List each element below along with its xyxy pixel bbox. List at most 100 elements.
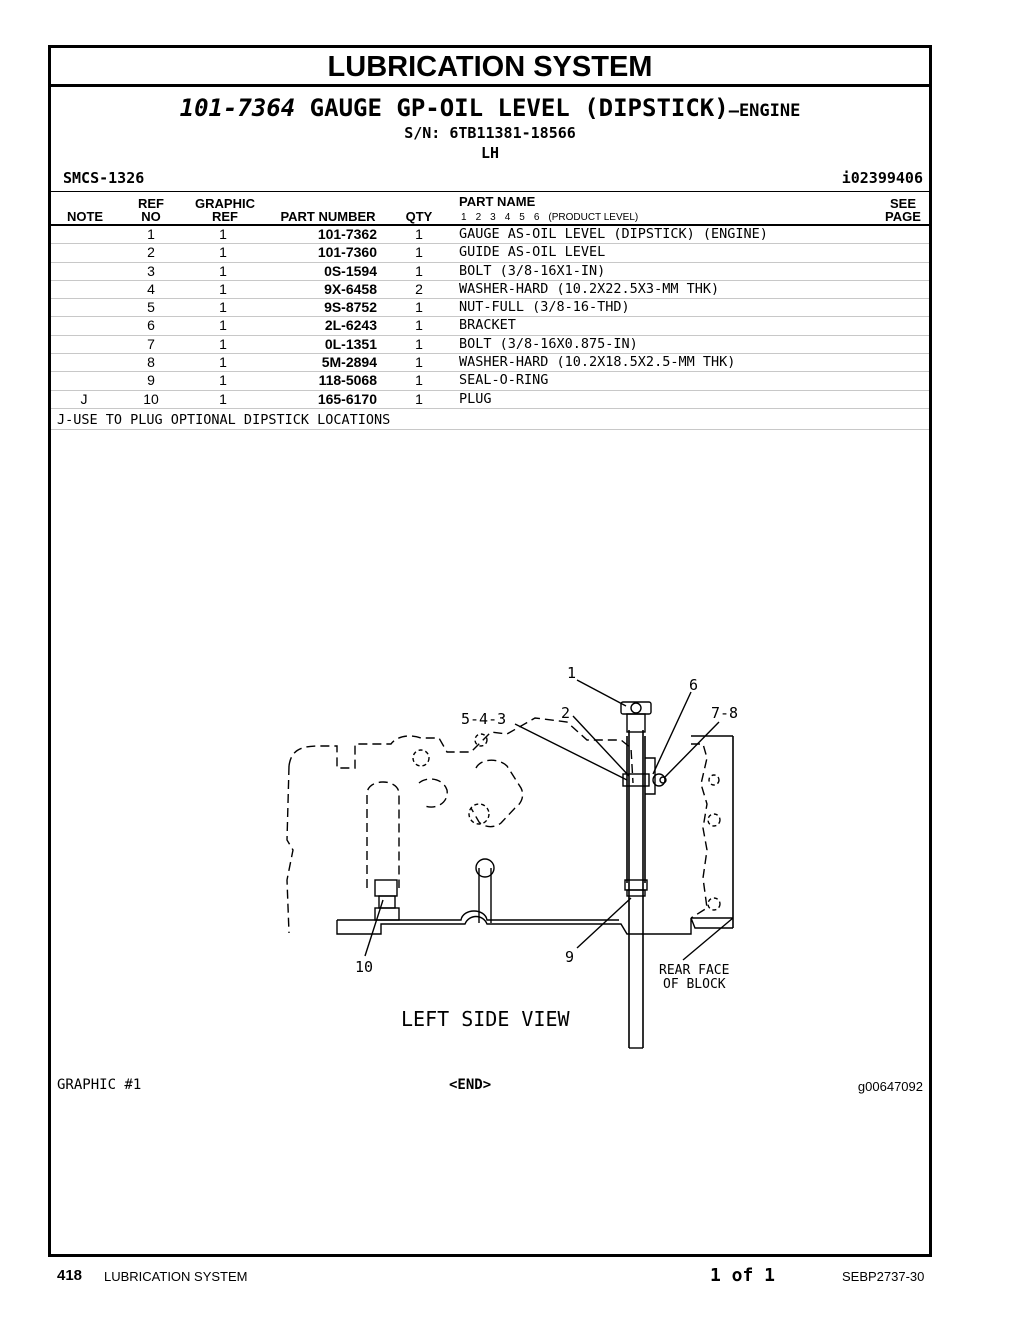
title-divider bbox=[51, 84, 929, 87]
part-name-cell: NUT-FULL (3/8-16-THD) bbox=[459, 299, 630, 316]
part-name-cell: PLUG bbox=[459, 390, 492, 407]
part-number-cell: 0S-1594 bbox=[324, 262, 377, 279]
qty-cell: 1 bbox=[415, 335, 423, 352]
callout-9: 9 bbox=[565, 948, 574, 966]
page-count: 1 of 1 bbox=[710, 1265, 776, 1286]
qty-cell: 1 bbox=[415, 299, 423, 316]
page-frame: LUBRICATION SYSTEM 101-7364 GAUGE GP-OIL… bbox=[48, 45, 932, 1257]
col-part-number-header: PART NUMBER bbox=[280, 209, 376, 224]
end-marker: <END> bbox=[449, 1077, 492, 1093]
callout-2: 2 bbox=[561, 704, 570, 722]
table-header-divider bbox=[51, 224, 929, 226]
part-heading: 101-7364 GAUGE GP-OIL LEVEL (DIPSTICK)—E… bbox=[51, 94, 929, 125]
qty-cell: 1 bbox=[415, 372, 423, 389]
footnote-divider bbox=[51, 429, 929, 430]
leader-rear-face bbox=[682, 917, 734, 961]
rear-face-label-line2: OF BLOCK bbox=[663, 977, 726, 992]
ref-no-cell: 3 bbox=[147, 262, 155, 279]
rear-face-label-line1: REAR FACE bbox=[659, 963, 729, 978]
product-level-label: (PRODUCT LEVEL) bbox=[548, 212, 639, 223]
col-graphic-header-bottom: REF bbox=[212, 209, 238, 224]
graphic-ref-cell: 1 bbox=[219, 280, 227, 297]
graphic-label: GRAPHIC #1 bbox=[57, 1077, 142, 1093]
qty-cell: 2 bbox=[415, 280, 423, 297]
view-caption: LEFT SIDE VIEW bbox=[401, 1007, 571, 1031]
part-name-cell: WASHER-HARD (10.2X22.5X3-MM THK) bbox=[459, 280, 720, 297]
heading-part-suffix: —ENGINE bbox=[728, 101, 801, 121]
qty-cell: 1 bbox=[415, 262, 423, 279]
table-footnote: J-USE TO PLUG OPTIONAL DIPSTICK LOCATION… bbox=[57, 412, 391, 428]
callout-5-4-3: 5-4-3 bbox=[461, 710, 506, 728]
graphic-ref-cell: 1 bbox=[219, 299, 227, 316]
part-number-cell: 5M-2894 bbox=[321, 354, 377, 371]
ref-no-cell: 5 bbox=[147, 299, 155, 316]
ref-no-cell: 8 bbox=[147, 354, 155, 371]
header-divider bbox=[51, 191, 929, 192]
part-name-cell: BOLT (3/8-16X1-IN) bbox=[459, 262, 606, 279]
ref-no-cell: 2 bbox=[147, 244, 155, 261]
level-6: 6 bbox=[533, 212, 540, 223]
part-name-cell: BOLT (3/8-16X0.875-IN) bbox=[459, 335, 638, 352]
level-1: 1 bbox=[461, 212, 467, 223]
col-ref-header-bottom: NO bbox=[141, 209, 161, 224]
ref-no-cell: 10 bbox=[143, 390, 159, 407]
table-row: 3 1 0S-1594 1 BOLT (3/8-16X1-IN) bbox=[51, 263, 929, 281]
col-note-header: NOTE bbox=[66, 209, 104, 224]
graphic-id: g00647092 bbox=[857, 1079, 923, 1094]
section-title: LUBRICATION SYSTEM bbox=[327, 51, 653, 83]
leader-7-8 bbox=[663, 721, 720, 779]
part-number-cell: 101-7362 bbox=[317, 226, 377, 242]
graphic-ref-cell: 1 bbox=[219, 226, 227, 242]
table-row: 9 1 118-5068 1 SEAL-O-RING bbox=[51, 372, 929, 391]
side-designation: LH bbox=[480, 144, 500, 162]
heading-part-number: 101-7364 bbox=[179, 94, 296, 122]
table-row: 1 1 101-7362 1 GAUGE AS-OIL LEVEL (DIPSTICK)… bbox=[51, 226, 929, 245]
ref-no-cell: 1 bbox=[147, 226, 155, 242]
leader-10 bbox=[364, 899, 384, 957]
optional-plug-boss bbox=[366, 781, 400, 888]
ref-no-cell: 9 bbox=[147, 372, 155, 389]
ref-no-cell: 4 bbox=[147, 280, 155, 297]
ref-no-cell: 7 bbox=[147, 335, 155, 352]
graphic-ref-cell: 1 bbox=[219, 317, 227, 334]
serial-number-range: S/N: 6TB11381-18566 bbox=[404, 124, 576, 142]
part-number-cell: 101-7360 bbox=[317, 244, 377, 261]
smcs-code: SMCS-1326 bbox=[63, 169, 145, 187]
graphic-ref-cell: 1 bbox=[219, 244, 227, 261]
ref-no-cell: 6 bbox=[147, 317, 155, 334]
part-name-cell: SEAL-O-RING bbox=[459, 372, 549, 389]
dipstick-handle bbox=[620, 701, 652, 715]
part-number-cell: 165-6170 bbox=[317, 390, 377, 407]
graphic-ref-cell: 1 bbox=[219, 390, 227, 407]
qty-cell: 1 bbox=[415, 244, 423, 261]
callout-10: 10 bbox=[355, 958, 373, 976]
heading-part-title: GAUGE GP-OIL LEVEL (DIPSTICK) bbox=[309, 94, 729, 122]
part-name-cell: GUIDE AS-OIL LEVEL bbox=[459, 244, 606, 261]
qty-cell: 1 bbox=[415, 226, 423, 242]
part-name-cell: GAUGE AS-OIL LEVEL (DIPSTICK) (ENGINE) bbox=[459, 226, 768, 242]
qty-cell: 1 bbox=[415, 354, 423, 371]
col-ref-header-top: REF bbox=[138, 196, 164, 211]
col-see-page-header-top: SEE bbox=[889, 196, 916, 211]
graphic-ref-cell: 1 bbox=[219, 372, 227, 389]
leader-2 bbox=[572, 715, 630, 777]
qty-cell: 1 bbox=[415, 390, 423, 407]
graphic-ref-cell: 1 bbox=[219, 262, 227, 279]
footer-section-name: LUBRICATION SYSTEM bbox=[104, 1269, 248, 1284]
graphic-ref-cell: 1 bbox=[219, 354, 227, 371]
table-row: 5 1 9S-8752 1 NUT-FULL (3/8-16-THD) bbox=[51, 299, 929, 318]
part-number-cell: 118-5068 bbox=[318, 372, 377, 389]
col-graphic-header-top: GRAPHIC bbox=[195, 196, 255, 211]
leader-9 bbox=[576, 897, 632, 949]
part-name-cell: BRACKET bbox=[459, 317, 516, 334]
leader-6 bbox=[652, 691, 692, 775]
level-2: 2 bbox=[475, 212, 482, 223]
part-number-cell: 9S-8752 bbox=[324, 299, 377, 316]
document-id: i02399406 bbox=[841, 169, 923, 187]
table-row: 2 1 101-7360 1 GUIDE AS-OIL LEVEL bbox=[51, 244, 929, 263]
col-part-name-header: PART NAME bbox=[459, 194, 536, 209]
part-name-cell: WASHER-HARD (10.2X18.5X2.5-MM THK) bbox=[459, 354, 736, 371]
